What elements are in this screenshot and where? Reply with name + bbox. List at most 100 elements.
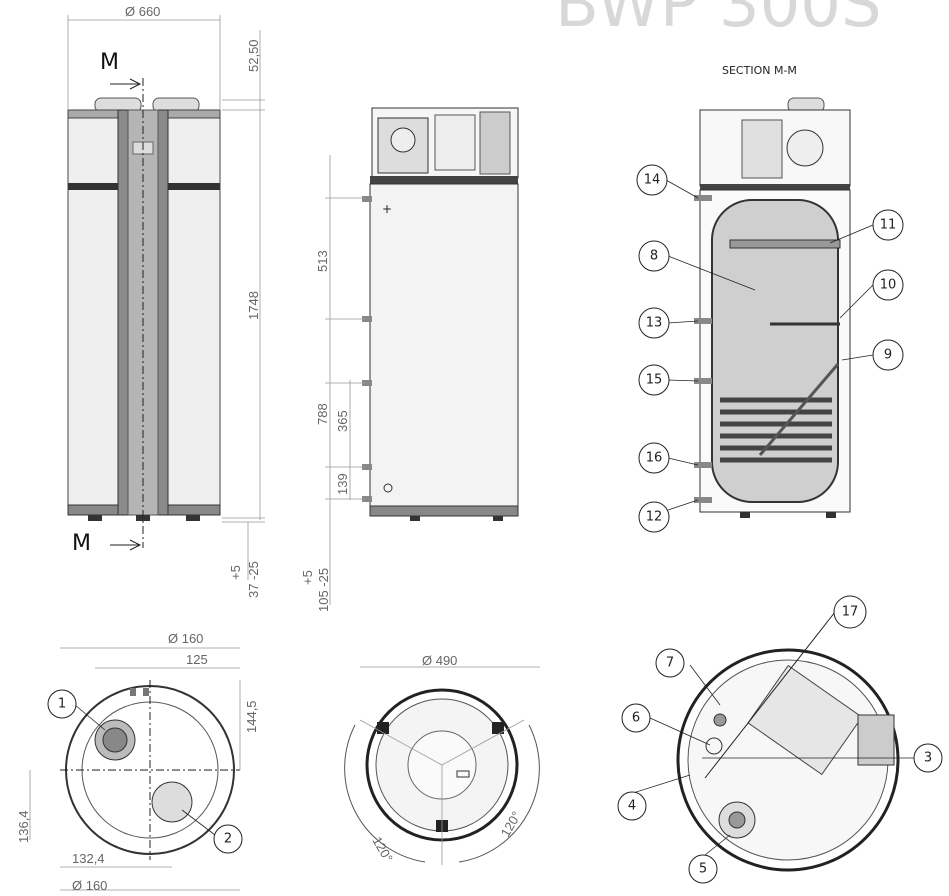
dim-feet-upper: +5 — [228, 565, 243, 580]
callout-5: 5 — [688, 854, 718, 884]
dim-125: 125 — [186, 652, 208, 667]
heating-element — [758, 363, 840, 456]
callout-8: 8 — [638, 240, 670, 272]
dim-d160-bottom: Ø 160 — [72, 878, 107, 893]
callout-4: 4 — [617, 791, 647, 821]
callout-leaders — [665, 179, 874, 511]
top-view-left: Ø 160 125 144,5 136,4 132,4 Ø 160 1 2 — [16, 631, 259, 893]
callout-9: 9 — [872, 339, 904, 371]
compressor-core — [728, 811, 746, 829]
foot — [740, 512, 750, 518]
svg-text:1: 1 — [58, 697, 66, 712]
fan-icon — [786, 129, 824, 167]
dim-d490: Ø 490 — [422, 653, 457, 668]
section-marker-bottom: M — [72, 531, 91, 556]
dim-feet-lower: 37 -25 — [246, 561, 261, 598]
section-title: SECTION M-M — [722, 64, 797, 77]
arrow-right-icon — [110, 539, 142, 551]
angle-right: 120° — [498, 809, 524, 840]
evaporator — [434, 114, 476, 171]
callout-7: 7 — [655, 648, 685, 678]
connector — [362, 196, 372, 202]
callout-16: 16 — [638, 442, 670, 474]
section-view: SECTION M-M — [636, 64, 904, 533]
dim-height-1748: 1748 — [246, 291, 261, 320]
angle-arc-right — [458, 724, 540, 863]
connector — [694, 318, 712, 324]
dim-diameter-660: Ø 660 — [125, 4, 160, 19]
callout-15: 15 — [638, 364, 670, 396]
foot-right — [186, 515, 200, 521]
svg-text:5: 5 — [699, 862, 707, 877]
svg-text:9: 9 — [884, 348, 892, 363]
svg-text:17: 17 — [842, 605, 859, 620]
foot — [826, 512, 836, 518]
callout-2: 2 — [213, 824, 243, 854]
foot-pad — [492, 722, 504, 734]
evaporator — [747, 664, 863, 776]
callout-3: 3 — [913, 743, 943, 773]
svg-text:11: 11 — [880, 218, 897, 233]
drain-slot — [456, 770, 470, 778]
svg-text:14: 14 — [644, 173, 661, 188]
callout-10: 10 — [872, 269, 904, 301]
connector — [362, 380, 372, 386]
dim-1364: 136,4 — [16, 810, 31, 843]
angle-arc-left — [344, 724, 426, 863]
angle-left: 120° — [369, 834, 395, 865]
dim-1324: 132,4 — [72, 851, 105, 866]
svg-text:2: 2 — [224, 832, 232, 847]
control-box — [857, 714, 895, 766]
dim-513: 513 — [315, 250, 330, 272]
heating-coil — [720, 397, 832, 463]
connector — [694, 195, 712, 201]
plus-mark: + — [382, 202, 392, 216]
drain-icon — [383, 483, 393, 493]
connector — [694, 497, 712, 503]
mid-band — [370, 176, 518, 184]
dim-788: 788 — [315, 403, 330, 425]
svg-text:7: 7 — [666, 656, 674, 671]
callout-11: 11 — [872, 209, 904, 241]
foot-left — [88, 515, 102, 521]
duct-outlet — [151, 781, 193, 823]
top-distributor — [729, 239, 841, 249]
callout-6: 6 — [621, 703, 651, 733]
watermark-title: BWP 300S — [555, 0, 882, 42]
port — [705, 737, 723, 755]
dim-feet-upper-side: +5 — [300, 570, 315, 585]
callout-14: 14 — [636, 164, 668, 196]
dim-1445: 144,5 — [244, 700, 259, 733]
callout-1: 1 — [47, 689, 77, 719]
dim-top-5250: 52,50 — [246, 39, 261, 72]
connector — [694, 462, 712, 468]
connector — [694, 378, 712, 384]
tank-body — [369, 183, 519, 509]
mid-band — [700, 184, 850, 190]
fan-icon — [102, 727, 128, 753]
svg-text:12: 12 — [646, 510, 663, 525]
svg-text:16: 16 — [646, 451, 663, 466]
arrow-right-icon — [110, 78, 142, 90]
bottom-view: Ø 490 120° 120° — [344, 653, 540, 865]
top-view-right: 7 6 4 5 3 17 — [617, 595, 943, 884]
connector — [362, 316, 372, 322]
evaporator — [741, 119, 783, 179]
dim-d160-top: Ø 160 — [168, 631, 203, 646]
svg-text:13: 13 — [646, 316, 663, 331]
connector — [362, 464, 372, 470]
dim-feet-lower-side: 105 -25 — [316, 568, 331, 612]
dim-365: 365 — [335, 410, 350, 432]
front-view: M M Ø 660 52,50 1748 +5 37 -25 — [67, 4, 265, 598]
callout-17: 17 — [833, 595, 867, 629]
base — [369, 505, 519, 517]
connector — [362, 496, 372, 502]
side-view: + 513 788 365 139 +5 105 -25 — [300, 107, 519, 612]
svg-text:3: 3 — [924, 751, 932, 766]
dim-139: 139 — [335, 473, 350, 495]
svg-text:10: 10 — [880, 278, 897, 293]
callout-13: 13 — [638, 307, 670, 339]
leader-17 — [704, 611, 836, 779]
fan-icon — [390, 127, 416, 153]
